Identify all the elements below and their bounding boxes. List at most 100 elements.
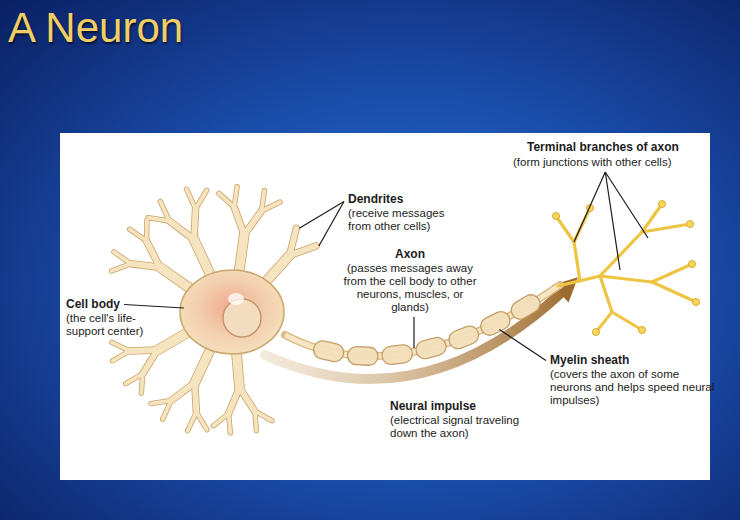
synaptic-knob [687, 221, 694, 228]
synaptic-knob [639, 327, 646, 334]
dendrite [229, 413, 231, 433]
part-name: Axon [395, 248, 425, 261]
leader-line [413, 317, 414, 348]
title-text: A Neuron [8, 4, 183, 52]
dendrite [239, 388, 254, 411]
dendrite-outline [112, 342, 130, 351]
dendrite-outline [188, 412, 197, 431]
dendrite [147, 241, 160, 267]
dendrite [290, 246, 316, 256]
cell-body [180, 270, 284, 354]
terminal-branch [642, 224, 690, 232]
dendrite [195, 383, 197, 412]
dendrite [112, 342, 130, 351]
diagram-panel [60, 133, 710, 480]
dendrite-outline [194, 209, 196, 240]
dendrite-outline [126, 374, 143, 384]
dendrite [213, 413, 228, 425]
part-name: Dendrites [348, 193, 403, 206]
synaptic-knob [689, 261, 696, 268]
myelin-segment [508, 291, 543, 322]
dendrite-outline [234, 207, 244, 235]
dendrite-outline [112, 264, 131, 271]
part-name: Neural impulse [390, 400, 476, 413]
dendrite [126, 374, 143, 384]
myelin-segment [347, 346, 378, 365]
dendrite [171, 383, 194, 401]
terminal-branch [652, 264, 692, 282]
terminal-branch [652, 282, 696, 302]
dendrite-outline [239, 388, 254, 411]
part-name: Myelin sheath [550, 354, 629, 367]
dendrite-outline [113, 351, 130, 361]
myelin-segment [312, 339, 346, 363]
dendrite-outline [229, 413, 231, 433]
dendrite-outline [195, 383, 197, 412]
dendrite [194, 209, 196, 240]
dendrite-outline [234, 187, 237, 207]
nucleus [223, 299, 261, 337]
dendrite [262, 202, 280, 211]
dendrite [229, 388, 240, 414]
dendrite [130, 229, 147, 241]
dendrite [130, 347, 158, 354]
leader-line [319, 202, 344, 246]
dendrite [141, 374, 142, 394]
dendrite [188, 412, 197, 431]
dendrite-outline [196, 190, 207, 208]
myelin-segment [446, 323, 481, 351]
dendrite-outline [229, 388, 240, 414]
synaptic-knob [553, 213, 560, 220]
dendrite [160, 201, 169, 221]
leader-line [299, 202, 344, 229]
part-name: Cell body [66, 298, 120, 311]
dendrite [186, 189, 195, 209]
dendrite [244, 211, 261, 235]
dendrite [234, 187, 237, 207]
dendrite [151, 400, 171, 403]
dendrite [145, 220, 149, 241]
dendrite [113, 351, 130, 361]
part-description: (covers the axon of some neurons and hel… [550, 368, 718, 407]
myelin-segment [381, 344, 413, 366]
dendrite-outline [186, 189, 195, 209]
part-description: (the cell's life-support center) [66, 312, 166, 338]
dendrite-outline [144, 220, 150, 241]
myelin-segment [478, 309, 513, 339]
dendrite-outline [171, 383, 194, 401]
dendrite-outline [219, 193, 234, 207]
leader-line [124, 305, 184, 309]
part-description: (receive messages from other cells) [348, 207, 460, 233]
leader-line [605, 172, 648, 238]
leader-line [574, 172, 605, 242]
dendrite-outline [255, 411, 257, 431]
dendrite-outline [169, 221, 194, 240]
highlight [228, 293, 244, 305]
dendrite [255, 411, 257, 431]
dendrite [219, 193, 234, 207]
dendrite-outline [244, 211, 261, 235]
terminal-branch [600, 276, 612, 312]
terminal-branch [600, 276, 652, 282]
dendrite [196, 190, 207, 208]
terminal-branch [612, 312, 642, 330]
myelin-segment [414, 335, 448, 360]
dendrite [234, 207, 244, 235]
part-description: (electrical signal traveling down the ax… [390, 414, 540, 440]
terminal-branch [556, 216, 574, 242]
dendrite-outline [213, 413, 228, 425]
dendrites [112, 187, 316, 433]
part-description: (form junctions with other cells) [513, 156, 718, 169]
synaptic-knob [593, 329, 600, 336]
synaptic-knob [693, 299, 700, 306]
dendrite [114, 252, 131, 264]
dendrite [143, 350, 158, 374]
terminal-branch [574, 242, 580, 281]
dendrite [196, 412, 207, 430]
dendrite-outline [196, 412, 207, 430]
leader-line [605, 172, 620, 270]
leader-line [499, 329, 546, 360]
part-description: (passes messages away from the cell body… [340, 262, 480, 314]
dendrite-outline [141, 374, 142, 394]
